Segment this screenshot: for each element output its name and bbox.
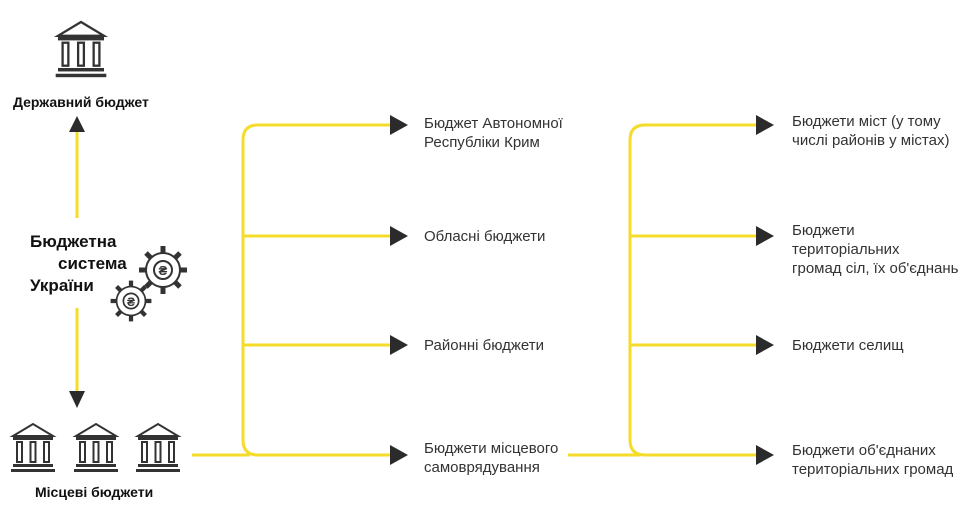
col2-item-3: Бюджети селищ [792, 336, 904, 355]
local-budgets-label: Місцеві бюджети [35, 484, 154, 500]
col2-item-1-line2: числі районів у містах) [792, 132, 950, 149]
system-label-line3: України [30, 276, 94, 295]
col1-item-2: Обласні бюджети [424, 227, 545, 246]
up-arrow [69, 116, 85, 218]
col1-item-2-line1: Обласні бюджети [424, 228, 546, 245]
col1-item-1-line1: Бюджет Автономної [424, 115, 563, 132]
col1-item-4-line1: Бюджети місцевого [424, 440, 559, 457]
arrowhead-5 [756, 115, 774, 135]
col1-item-4-line2: самоврядування [424, 459, 540, 476]
col2-item-4: Бюджети об'єднаних територіальних громад [792, 441, 953, 479]
svg-text:₴: ₴ [127, 295, 135, 309]
col2-item-2: Бюджети територіальних громад сіл, їх об… [792, 221, 960, 278]
state-budget-label: Державний бюджет [13, 94, 149, 110]
tree-2 [628, 115, 774, 465]
arrowhead-1 [390, 115, 408, 135]
arrowhead-4 [390, 445, 408, 465]
down-arrow [69, 308, 85, 408]
svg-text:₴: ₴ [159, 263, 168, 278]
col2-item-4-line1: Бюджети об'єднаних [792, 442, 936, 459]
col1-item-3: Районні бюджети [424, 336, 544, 355]
col2-item-1-line1: Бюджети міст (у тому [792, 113, 941, 130]
arrowhead-2 [390, 226, 408, 246]
col1-item-1: Бюджет Автономної Республіки Крим [424, 114, 563, 152]
col1-item-3-line1: Районні бюджети [424, 337, 545, 354]
local-budget-icon-2 [73, 423, 119, 473]
col2-item-3-line1: Бюджети селищ [792, 337, 904, 354]
hryvnia-gears-icon: ₴ ₴ [111, 246, 187, 321]
arrowhead-3 [390, 335, 408, 355]
col1-item-4: Бюджети місцевого самоврядування [424, 439, 558, 477]
col2-item-2-line1: Бюджети територіальних [792, 222, 900, 258]
system-label-line2: система [58, 254, 127, 273]
col2-item-4-line2: територіальних громад [792, 461, 954, 478]
col2-item-1: Бюджети міст (у тому числі районів у міс… [792, 112, 949, 150]
local-budget-icon-1 [10, 423, 56, 473]
arrowhead-7 [756, 335, 774, 355]
arrowhead-6 [756, 226, 774, 246]
local-budget-icon-3 [135, 423, 181, 473]
system-label-line1: Бюджетна [30, 232, 117, 251]
arrowhead-8 [756, 445, 774, 465]
col2-item-2-line2: громад сіл, їх об'єднань [792, 260, 959, 277]
col1-item-1-line2: Республіки Крим [424, 134, 540, 151]
tree-1 [241, 115, 408, 465]
state-budget-icon [54, 20, 108, 79]
